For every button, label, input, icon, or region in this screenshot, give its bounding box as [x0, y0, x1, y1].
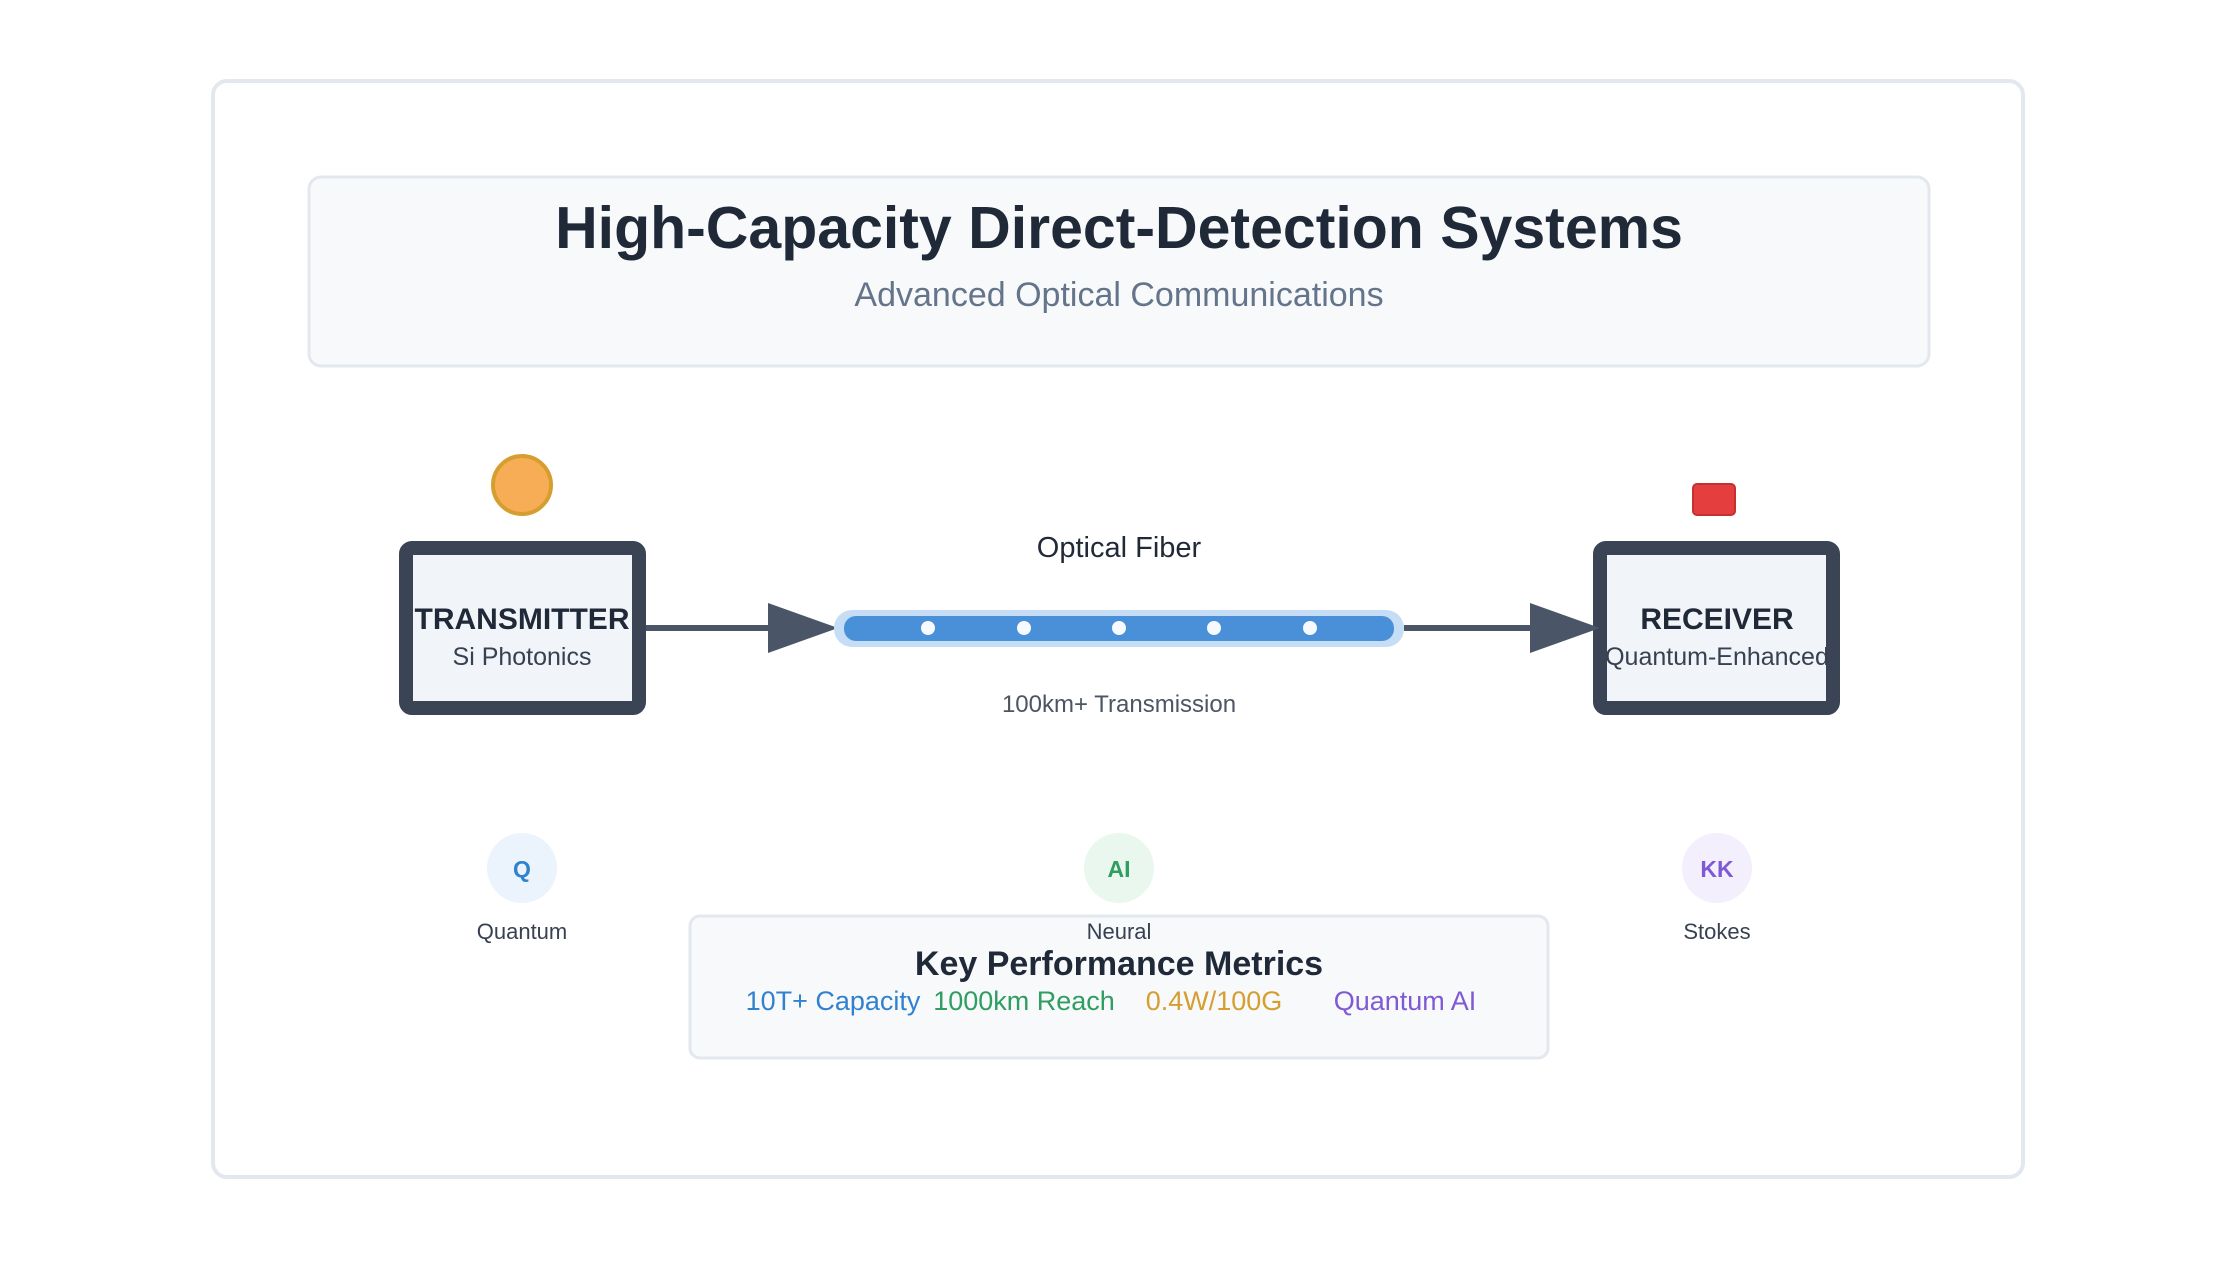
metrics-panel: Key Performance Metrics 10T+ Capacity 10…	[688, 914, 1550, 1060]
fiber-signal-dot	[1303, 621, 1317, 635]
arrow-fiber-to-receiver	[1404, 603, 1600, 653]
badge-stokes-label: Stokes	[1683, 919, 1750, 944]
metric-power: 0.4W/100G	[1146, 986, 1283, 1016]
metric-capacity: 10T+ Capacity	[746, 986, 921, 1016]
receiver-block: RECEIVER Quantum-Enhanced	[1593, 541, 1840, 715]
badge-stokes: KK Stokes	[1682, 833, 1752, 944]
page-subtitle: Advanced Optical Communications	[854, 276, 1383, 314]
optical-fiber: Optical Fiber 100km+ Transmission	[834, 532, 1404, 718]
fiber-sublabel: 100km+ Transmission	[1002, 691, 1236, 718]
photodetector-icon	[1692, 483, 1736, 516]
receiver-subtitle: Quantum-Enhanced	[1605, 643, 1829, 671]
badge-neural-label: Neural	[1087, 919, 1152, 944]
arrow-transmitter-to-fiber	[646, 603, 838, 653]
transmitter-subtitle: Si Photonics	[453, 643, 592, 671]
metric-reach: 1000km Reach	[933, 986, 1115, 1016]
metrics-title: Key Performance Metrics	[915, 945, 1323, 983]
badge-quantum-label: Quantum	[477, 919, 568, 944]
page-title: High-Capacity Direct-Detection Systems	[555, 195, 1683, 261]
transmitter-title: TRANSMITTER	[415, 603, 630, 636]
badge-quantum-text: Q	[513, 856, 531, 882]
badge-neural-text: AI	[1108, 856, 1131, 882]
fiber-signal-dot	[921, 621, 935, 635]
metric-quantum-ai: Quantum AI	[1334, 986, 1477, 1016]
fiber-signal-dot	[1207, 621, 1221, 635]
header-panel: High-Capacity Direct-Detection Systems A…	[307, 175, 1931, 368]
fiber-label: Optical Fiber	[1037, 532, 1202, 564]
laser-source-icon	[491, 454, 553, 516]
receiver-title: RECEIVER	[1640, 603, 1794, 636]
badge-quantum: Q Quantum	[477, 833, 568, 944]
badge-neural: AI Neural	[1084, 833, 1154, 944]
fiber-signal-dot	[1112, 621, 1126, 635]
badge-stokes-text: KK	[1700, 856, 1734, 882]
fiber-signal-dot	[1017, 621, 1031, 635]
transmitter-block: TRANSMITTER Si Photonics	[399, 541, 646, 715]
